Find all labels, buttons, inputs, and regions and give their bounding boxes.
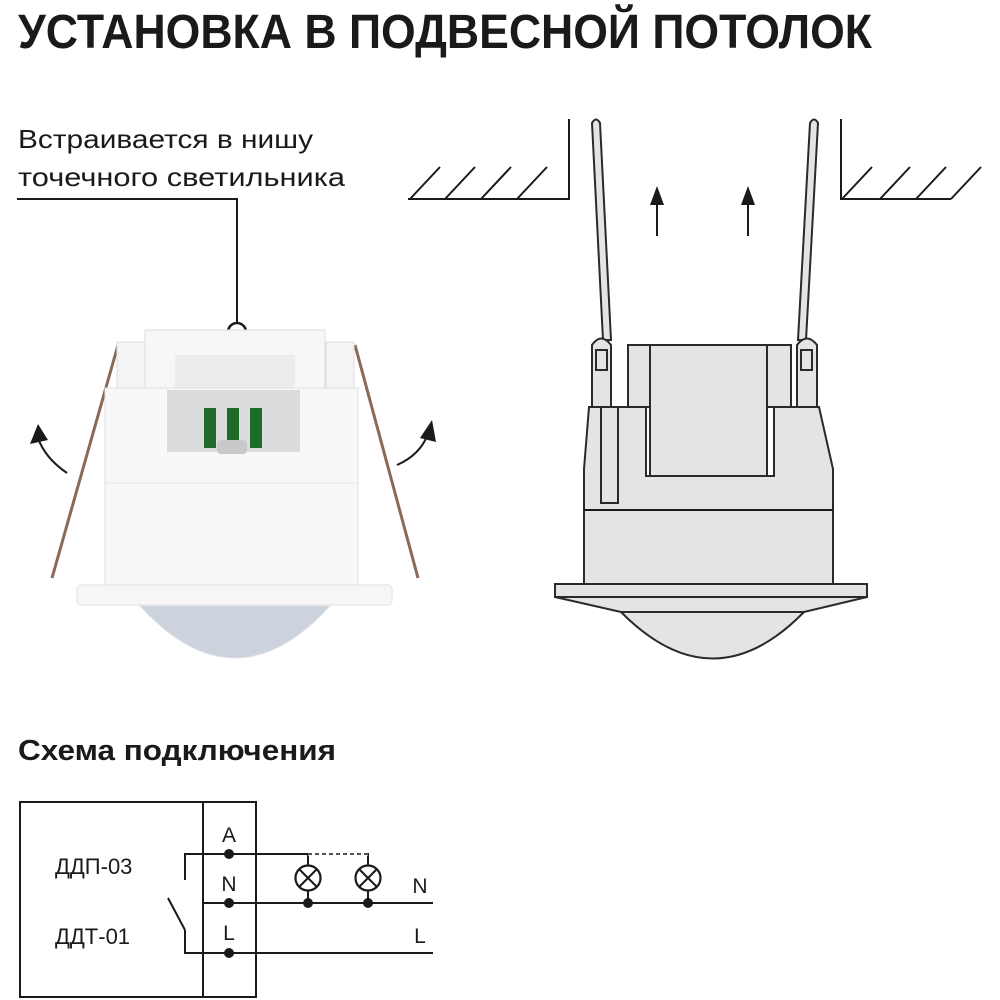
terminal-a-label: A <box>222 824 236 847</box>
callout-line-1: Встраивается в нишу <box>18 124 313 154</box>
wiring-diagram: ДДП-03 ДДТ-01 A N L N L <box>19 801 433 998</box>
device-model-2: ДДТ-01 <box>55 924 130 949</box>
up-arrow-icon <box>650 186 664 236</box>
terminal-block <box>204 408 216 448</box>
lamp-icon <box>294 864 322 908</box>
terminal-n-label: N <box>221 873 236 896</box>
wiring-heading: Схема подключения <box>18 735 336 767</box>
callout-leader <box>17 198 248 343</box>
terminal-block <box>250 408 262 448</box>
installation-drawing <box>408 118 982 660</box>
lamp-icon <box>354 864 382 908</box>
rotate-arrow-left-icon <box>30 424 68 474</box>
line-n-label: N <box>412 875 427 898</box>
device-model-1: ДДП-03 <box>55 854 132 879</box>
page-title: УСТАНОВКА В ПОДВЕСНОЙ ПОТОЛОК <box>18 4 873 59</box>
device-box <box>19 801 257 998</box>
callout-line-2: точечного светильника <box>18 162 346 192</box>
line-l-label: L <box>414 925 426 948</box>
rotate-arrow-right-icon <box>396 420 436 466</box>
terminal-block <box>227 408 239 448</box>
up-arrow-icon <box>741 186 755 236</box>
terminal-l-label: L <box>223 922 235 945</box>
sensor-photo <box>50 329 420 659</box>
